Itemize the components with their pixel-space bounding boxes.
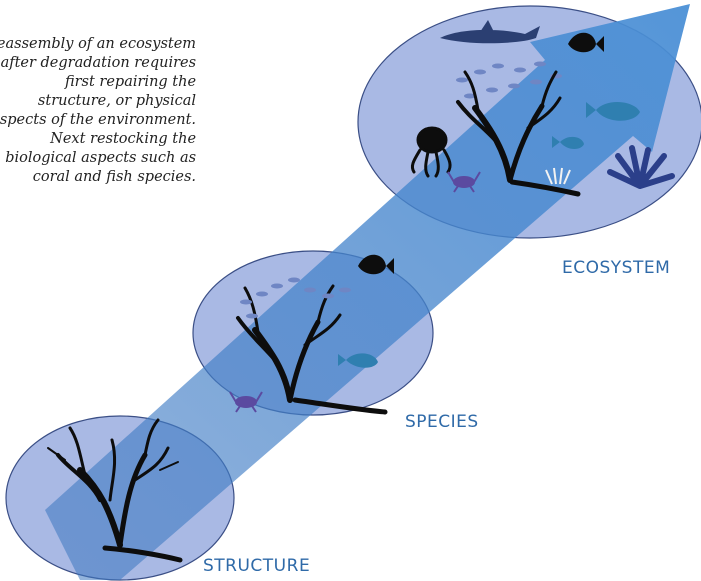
structure-label: STRUCTURE: [203, 556, 310, 576]
species-label: SPECIES: [405, 412, 479, 432]
caption-text: Reassembly of an ecosystem after degrada…: [0, 16, 248, 54]
ecosystem-label: ECOSYSTEM: [562, 258, 670, 278]
